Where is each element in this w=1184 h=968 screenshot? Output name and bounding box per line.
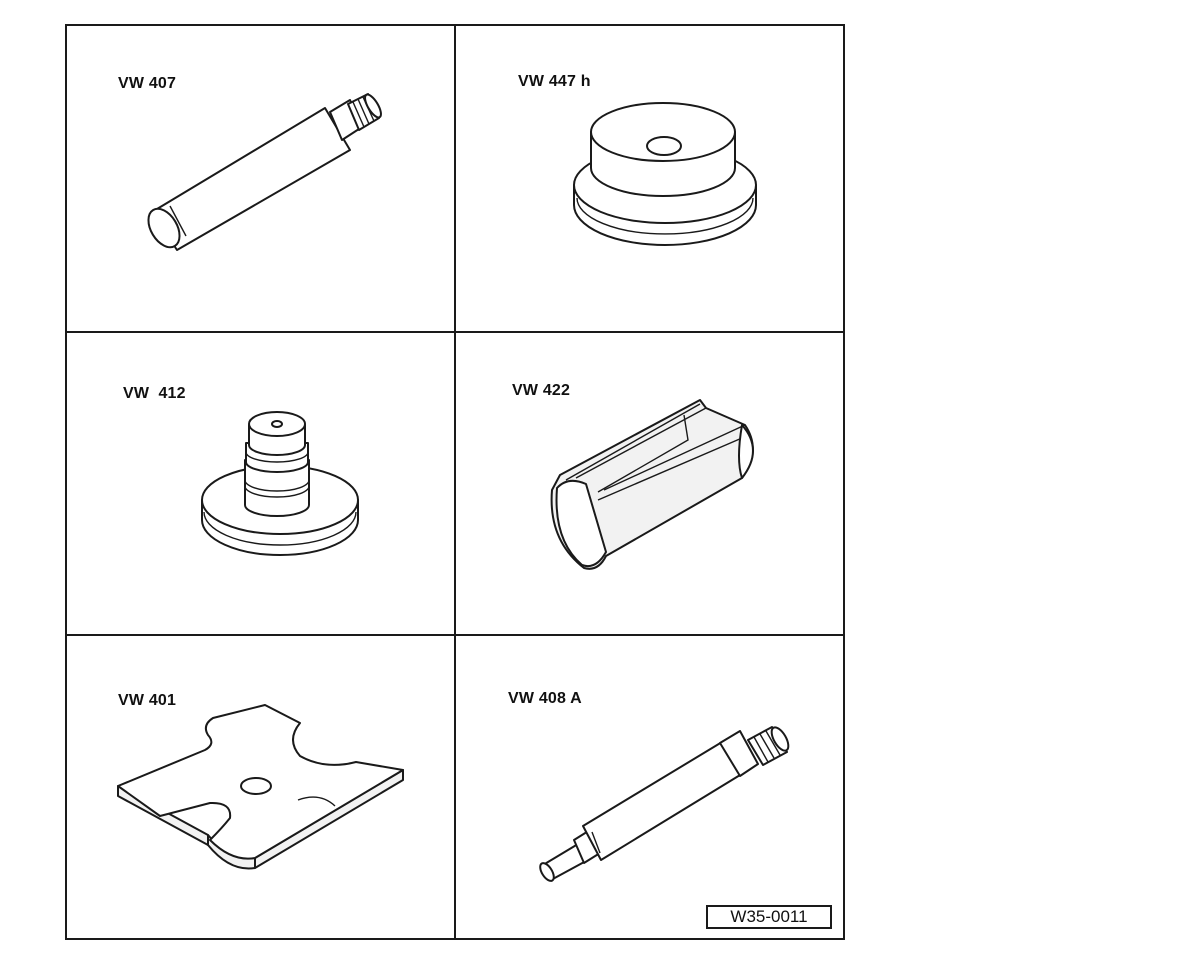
grid-divider-horizontal-2 (67, 634, 843, 636)
tool-grid (65, 24, 845, 940)
tool-label: VW 412 (123, 385, 186, 402)
tool-label: VW 401 (118, 692, 177, 709)
grid-divider-horizontal-1 (67, 331, 843, 333)
figure-reference-code: W35-0011 (706, 905, 832, 929)
tool-label: VW 408 A (508, 690, 582, 707)
grid-divider-vertical (454, 26, 456, 938)
tool-label: VW 422 (512, 382, 571, 399)
tool-label: VW 407 (118, 75, 177, 92)
tool-label: VW 447 h (518, 73, 591, 90)
